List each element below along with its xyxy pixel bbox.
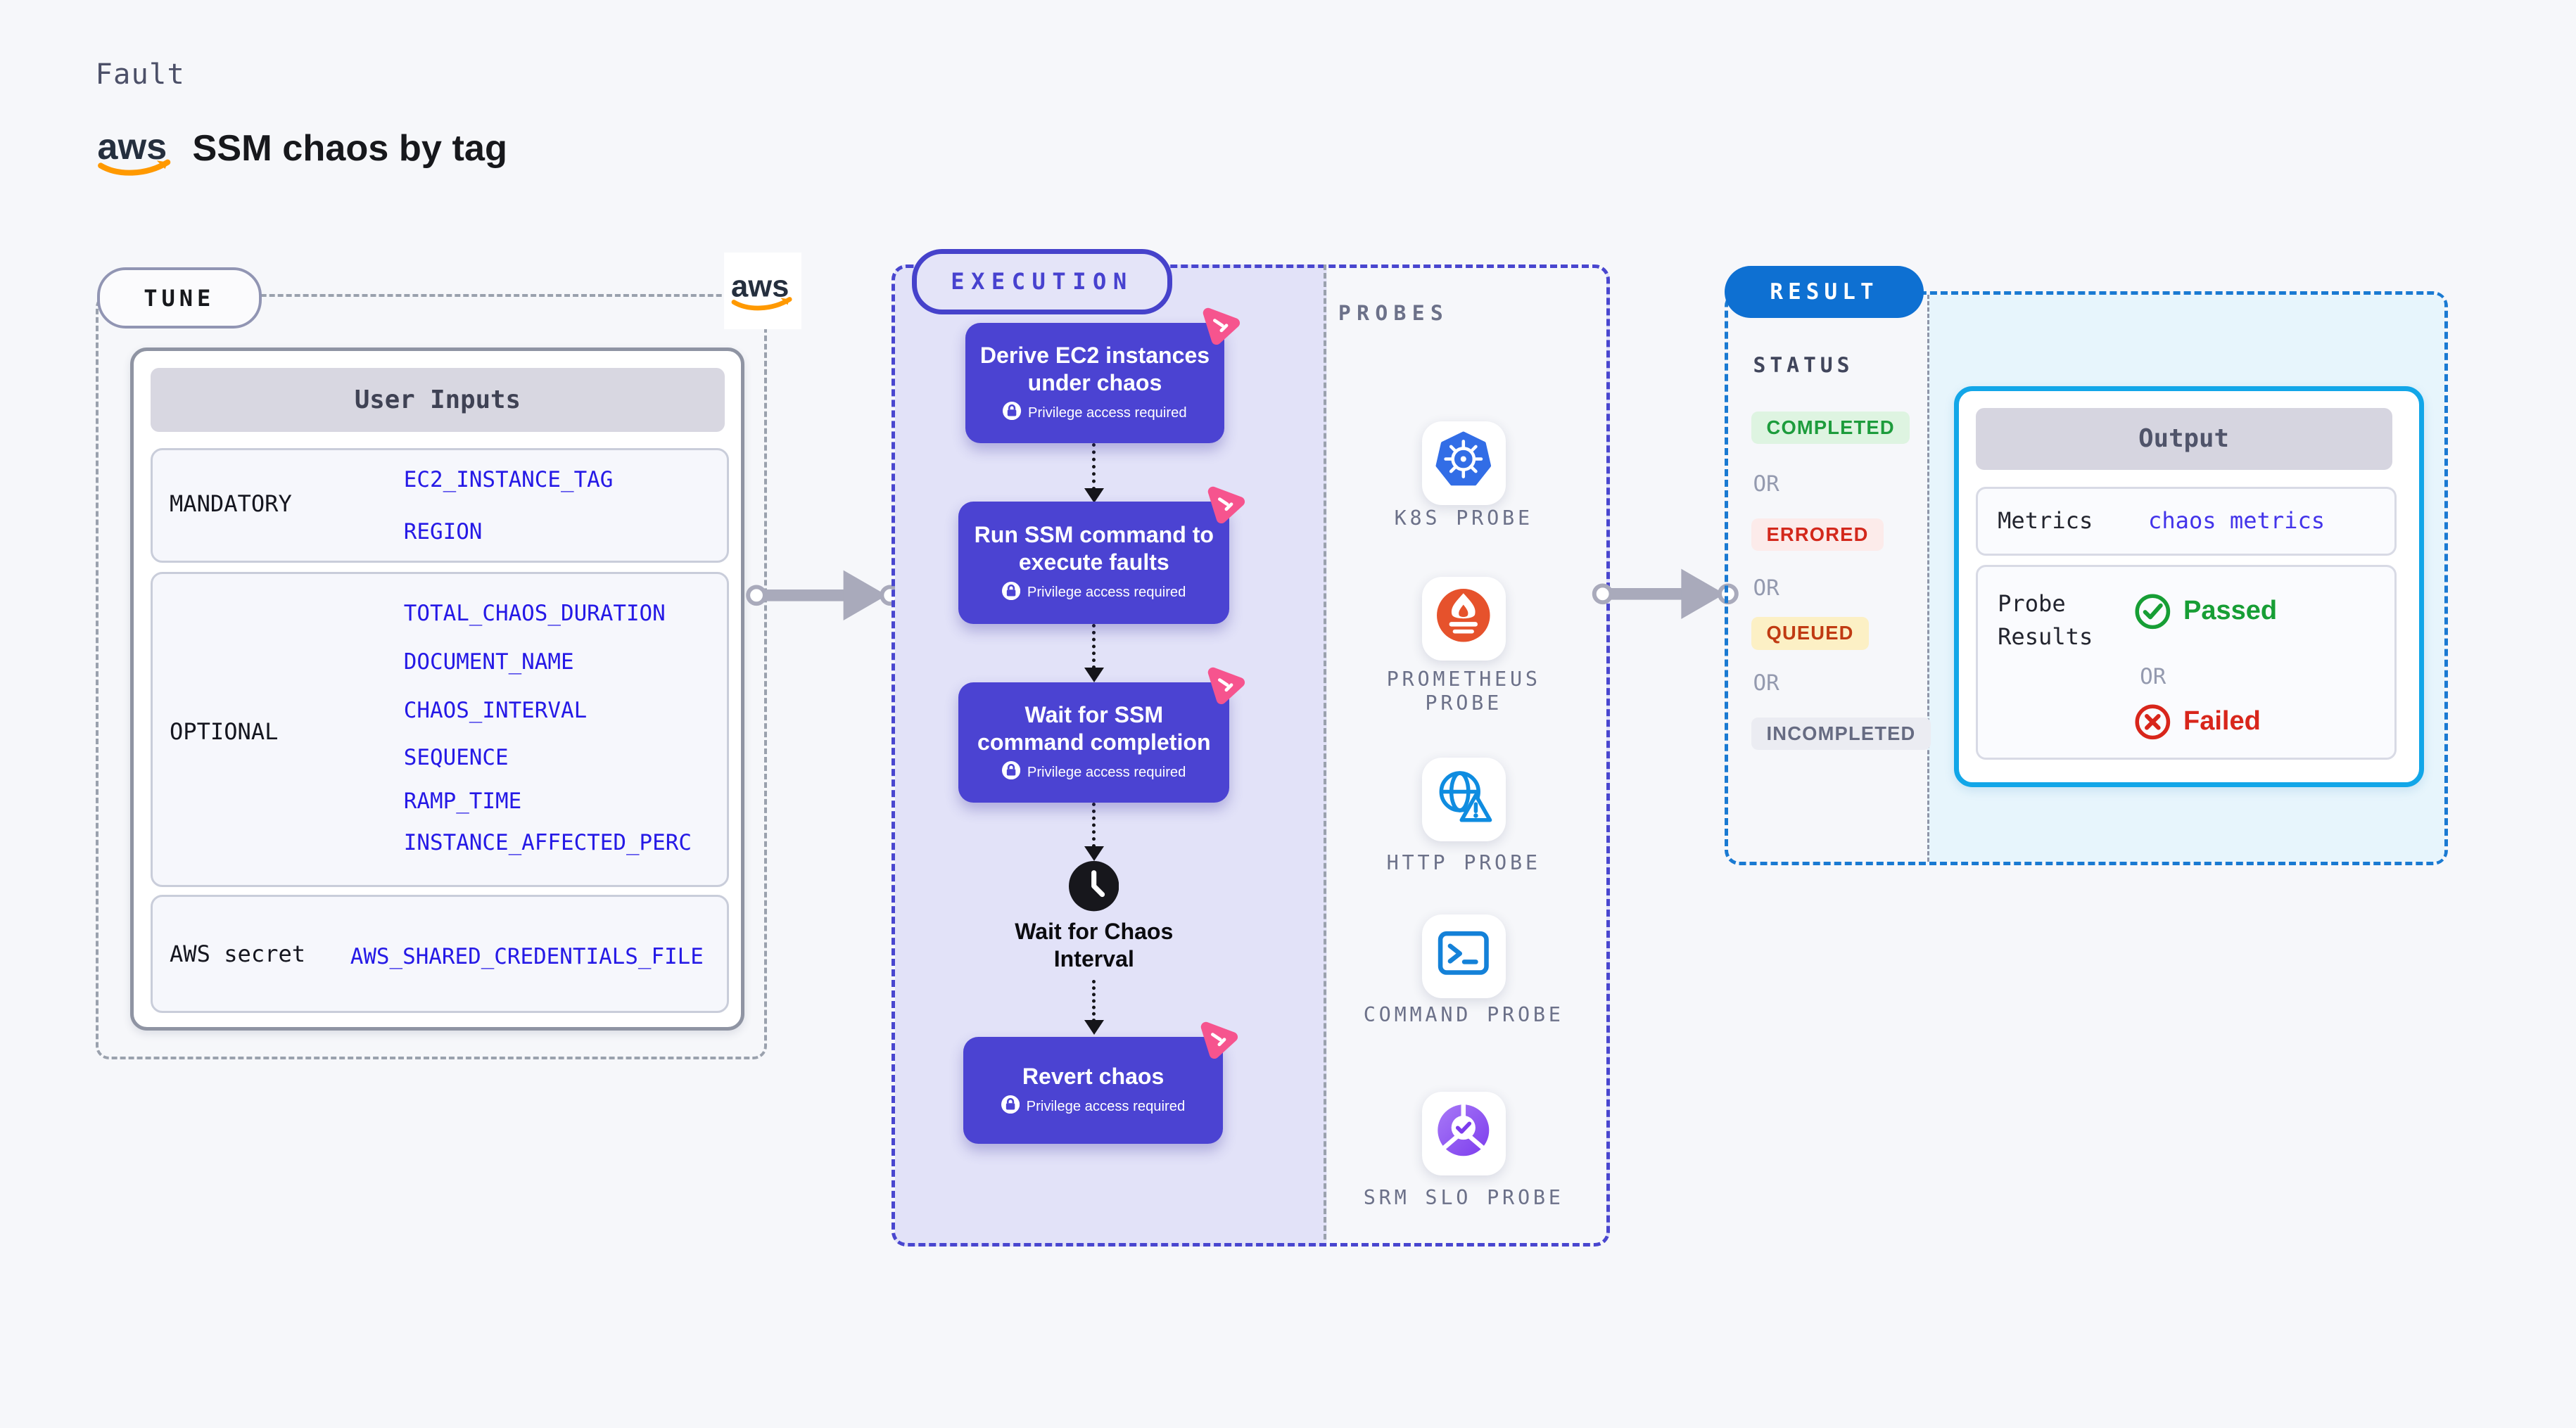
- input-ramp-time: RAMP_TIME: [403, 788, 522, 814]
- or-label: OR: [1753, 575, 1779, 601]
- wait-for-chaos-interval-label: Wait for Chaos Interval: [1015, 919, 1174, 972]
- kubernetes-icon: [1433, 430, 1494, 497]
- passed-check-icon: [2133, 592, 2172, 638]
- aws-secret-label: AWS secret: [169, 940, 306, 967]
- user-inputs-card: User Inputs MANDATORY EC2_INSTANCE_TAG R…: [130, 348, 745, 1031]
- srm-slo-icon: [1433, 1100, 1494, 1168]
- command-probe-label: COMMAND PROBE: [1363, 1003, 1564, 1027]
- fault-kicker: Fault: [95, 56, 186, 91]
- svg-text:aws: aws: [97, 127, 167, 167]
- lock-icon: [1002, 581, 1021, 604]
- input-instance-affected-perc: INSTANCE_AFFECTED_PERC: [403, 830, 692, 856]
- or-label: OR: [1753, 471, 1779, 497]
- or-label: OR: [1753, 670, 1779, 696]
- step-note-text: Privilege access required: [1026, 1098, 1186, 1114]
- output-header: Output: [1975, 407, 2392, 470]
- tune-to-execution-arrow: [743, 559, 911, 639]
- step-title: Wait for SSM command completion: [977, 701, 1211, 755]
- chaos-flag-icon: [1205, 483, 1248, 527]
- mandatory-label: MANDATORY: [169, 490, 292, 518]
- chaos-flag-icon: [1200, 305, 1243, 348]
- step-title: Revert chaos: [1022, 1063, 1165, 1089]
- k8s-probe-label: K8S PROBE: [1394, 506, 1533, 530]
- srm-slo-probe-label: SRM SLO PROBE: [1363, 1185, 1564, 1209]
- mandatory-row: MANDATORY EC2_INSTANCE_TAG REGION: [151, 448, 729, 563]
- clock-icon: [1069, 861, 1119, 918]
- status-badge-incompleted: INCOMPLETED: [1751, 717, 1931, 751]
- execution-to-result-arrow: [1591, 557, 1741, 638]
- step-note-text: Privilege access required: [1027, 585, 1186, 601]
- metrics-label: Metrics: [1998, 506, 2093, 534]
- tune-region: [95, 294, 767, 1059]
- failed-label: Failed: [2183, 706, 2261, 736]
- execution-pill: EXECUTION: [911, 249, 1173, 314]
- input-sequence: SEQUENCE: [403, 744, 509, 770]
- aws-logo-icon: aws: [724, 252, 801, 330]
- aws-secret-row: AWS secret AWS_SHARED_CREDENTIALS_FILE: [151, 895, 729, 1013]
- prometheus-probe-card: [1421, 577, 1506, 661]
- connector-arrowhead: [1084, 667, 1104, 682]
- step-title: Run SSM command to execute faults: [974, 522, 1214, 575]
- status-badge-queued: QUEUED: [1751, 617, 1869, 650]
- status-badge-errored: ERRORED: [1751, 518, 1884, 552]
- result-pill: RESULT: [1725, 266, 1924, 318]
- passed-label: Passed: [2183, 595, 2278, 625]
- status-badge-completed: COMPLETED: [1751, 411, 1910, 445]
- prometheus-probe-label: PROMETHEUS PROBE: [1386, 667, 1541, 715]
- probes-heading: PROBES: [1338, 300, 1449, 326]
- command-probe-card: [1421, 914, 1506, 999]
- lock-icon: [1002, 761, 1021, 784]
- metrics-value: chaos metrics: [2148, 506, 2326, 534]
- connector-arrowhead: [1084, 846, 1104, 861]
- http-probe-card: [1421, 757, 1506, 841]
- chaos-flag-icon: [1198, 1019, 1241, 1062]
- step-revert-chaos: Revert chaos Privilege access required: [963, 1021, 1238, 1145]
- http-probe-label: HTTP PROBE: [1386, 851, 1541, 875]
- input-total-chaos-duration: TOTAL_CHAOS_DURATION: [403, 601, 666, 627]
- connector-arrowhead: [1084, 1020, 1104, 1035]
- status-heading: STATUS: [1753, 352, 1854, 378]
- optional-label: OPTIONAL: [169, 718, 279, 745]
- input-document-name: DOCUMENT_NAME: [403, 649, 574, 675]
- prometheus-icon: [1433, 585, 1494, 653]
- probe-results-label: Probe Results: [1998, 589, 2093, 651]
- k8s-probe-card: [1421, 421, 1506, 505]
- probe-results-row: Probe Results Passed OR Failed: [1975, 565, 2397, 760]
- terminal-icon: [1433, 923, 1494, 990]
- step-wait-ssm-completion: Wait for SSM command completion Privileg…: [958, 667, 1245, 803]
- output-card: Output Metrics chaos metrics Probe Resul…: [1953, 386, 2424, 788]
- lock-icon: [1001, 1095, 1020, 1118]
- http-globe-icon: [1433, 766, 1494, 834]
- chaos-flag-icon: [1205, 664, 1248, 708]
- optional-row: OPTIONAL TOTAL_CHAOS_DURATION DOCUMENT_N…: [151, 572, 729, 888]
- failed-x-icon: [2133, 703, 2172, 748]
- input-ec2-instance-tag: EC2_INSTANCE_TAG: [403, 467, 614, 493]
- step-derive-ec2-instances: Derive EC2 instances under chaos Privile…: [965, 307, 1240, 443]
- input-chaos-interval: CHAOS_INTERVAL: [403, 698, 588, 724]
- srm-slo-probe-card: [1421, 1092, 1506, 1176]
- step-title: Derive EC2 instances under chaos: [979, 342, 1210, 395]
- metrics-row: Metrics chaos metrics: [1975, 486, 2397, 556]
- connector-line: [1092, 443, 1096, 490]
- connector-arrowhead: [1084, 488, 1104, 503]
- lock-icon: [1003, 402, 1022, 424]
- tune-pill: TUNE: [96, 267, 262, 329]
- execution-probes-divider: [1323, 264, 1326, 1239]
- step-run-ssm-command: Run SSM command to execute faults Privil…: [958, 486, 1245, 624]
- connector-line: [1092, 980, 1096, 1022]
- or-label: OR: [2140, 664, 2166, 690]
- input-aws-shared-credentials-file: AWS_SHARED_CREDENTIALS_FILE: [350, 943, 704, 969]
- connector-line: [1092, 623, 1096, 669]
- page-title: SSM chaos by tag: [192, 127, 507, 169]
- svg-text:aws: aws: [731, 270, 789, 304]
- connector-line: [1092, 803, 1096, 848]
- step-note-text: Privilege access required: [1027, 764, 1186, 780]
- aws-logo-icon: aws: [96, 124, 176, 188]
- step-note-text: Privilege access required: [1028, 404, 1187, 421]
- user-inputs-header: User Inputs: [151, 368, 725, 432]
- input-region: REGION: [403, 518, 483, 544]
